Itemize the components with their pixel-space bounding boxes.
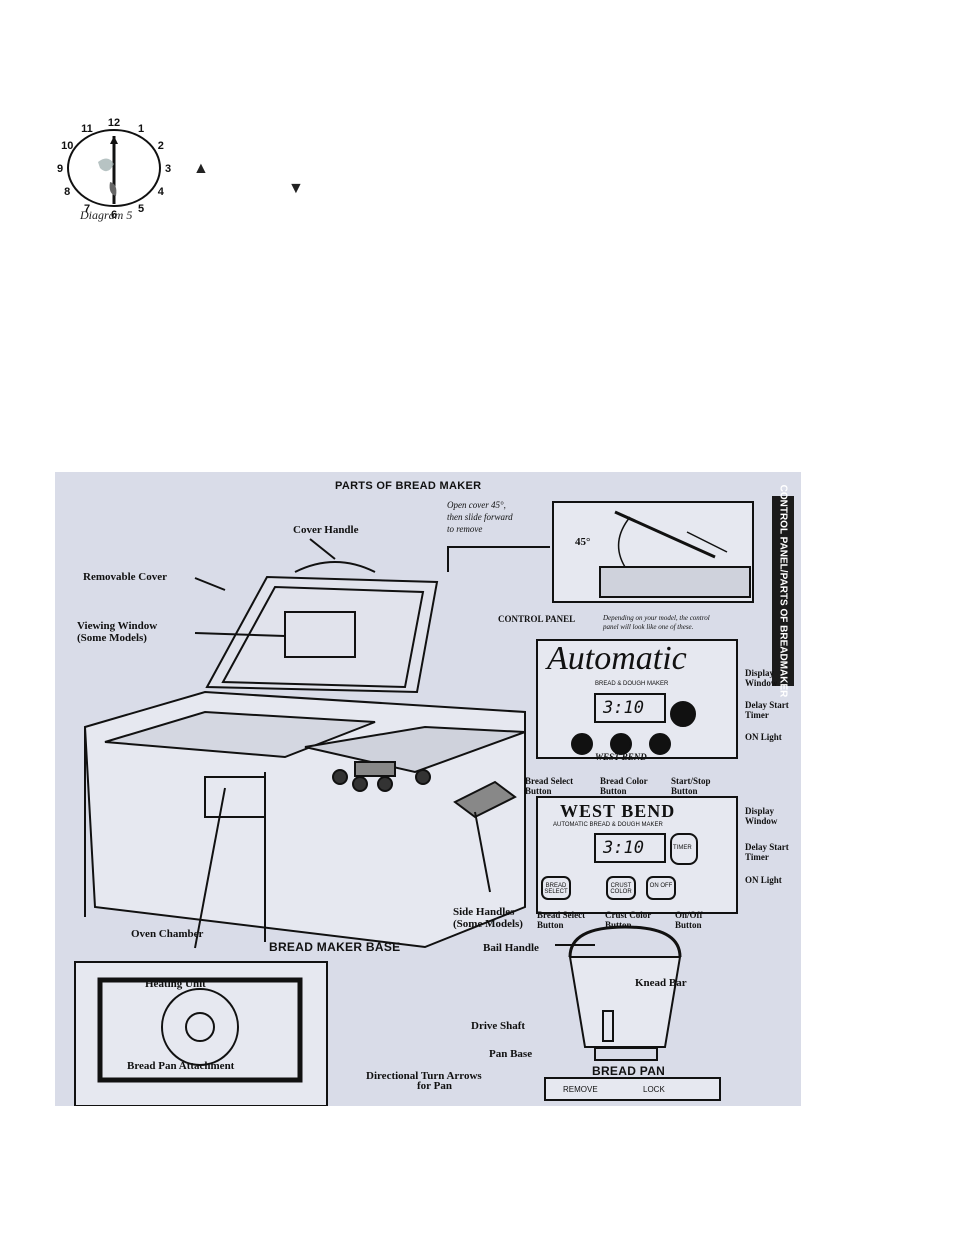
- angle-label: 45°: [575, 536, 591, 548]
- clock-number: 5: [138, 203, 144, 215]
- control-note-1: Depending on your model, the control: [603, 614, 710, 622]
- on-light-b-label: ON Light: [745, 875, 782, 885]
- clock-number: 6: [111, 209, 117, 221]
- cover-note-2: then slide forward: [447, 512, 513, 522]
- panel-b-btn2: CRUST COLOR: [610, 883, 632, 895]
- on-off-label-2: Button: [675, 920, 702, 930]
- panel-b-brand: WEST BEND: [560, 801, 676, 821]
- down-arrow-icon: ▼: [288, 180, 304, 197]
- cover-note-1: Open cover 45°,: [447, 500, 506, 510]
- clock-number: 11: [81, 123, 93, 135]
- bread-color-label-1: Bread Color: [600, 776, 648, 786]
- removable-cover-label: Removable Cover: [83, 571, 168, 583]
- bail-handle-label: Bail Handle: [483, 942, 539, 954]
- panel-a-brand: Automatic: [547, 640, 687, 677]
- up-arrow-icon: ▲: [193, 160, 209, 177]
- clock-number: 12: [108, 117, 120, 129]
- lock-label: LOCK: [643, 1085, 665, 1094]
- start-stop-label-1: Start/Stop: [671, 776, 711, 786]
- clock-number: 2: [158, 140, 164, 152]
- bread-select-label-2: Button: [525, 786, 552, 796]
- diagram-title: PARTS OF BREAD MAKER: [335, 480, 482, 492]
- turn-arrows-label-2: for Pan: [417, 1080, 452, 1092]
- delay-start-label-2: Timer: [745, 710, 769, 720]
- bread-select-b-label-2: Button: [537, 920, 564, 930]
- drive-shaft-label: Drive Shaft: [471, 1020, 526, 1032]
- side-handles-label-2: (Some Models): [453, 918, 523, 930]
- parts-diagram: PARTS OF BREAD MAKER Open cover 45°, the…: [55, 472, 801, 1106]
- viewing-window-label-2: (Some Models): [77, 632, 147, 644]
- pan-base-label: Pan Base: [489, 1048, 533, 1060]
- display-window-b-label-2: Window: [745, 816, 778, 826]
- panel-b-btn1: BREAD SELECT: [544, 883, 568, 895]
- display-window-b-label-1: Display: [745, 806, 775, 816]
- start-stop-label-2: Button: [671, 786, 698, 796]
- panel-a-maker: WEST BEND: [595, 752, 647, 762]
- bread-color-label-2: Button: [600, 786, 627, 796]
- clock-number: 8: [64, 186, 70, 198]
- oven-chamber-label: Oven Chamber: [131, 928, 204, 940]
- clock-number: 3: [165, 163, 171, 175]
- on-off-label-1: On/Off: [675, 910, 703, 920]
- bread-select-label-1: Bread Select: [525, 776, 574, 786]
- viewing-window-label-1: Viewing Window: [77, 620, 158, 632]
- side-handles-label-1: Side Handles: [453, 906, 515, 918]
- display-window-label-2: Window: [745, 678, 778, 688]
- turn-arrows-label-1: Directional Turn Arrows: [366, 1070, 482, 1082]
- bread-pan-label: BREAD PAN: [592, 1064, 666, 1078]
- panel-b-lcd: 3:10: [603, 838, 644, 858]
- delay-start-b-label-1: Delay Start: [745, 842, 789, 852]
- base-label: BREAD MAKER BASE: [269, 940, 401, 954]
- panel-b-btn3: ON OFF: [649, 883, 673, 889]
- side-tab: CONTROL PANEL/PARTS OF BREADMAKER: [772, 485, 794, 697]
- clock-number: 1: [138, 123, 144, 135]
- control-note-2: panel will look like one of these.: [603, 623, 694, 631]
- remove-label: REMOVE: [563, 1085, 598, 1094]
- control-panel-label: CONTROL PANEL: [498, 614, 576, 624]
- crust-color-label-2: Button: [605, 920, 632, 930]
- clock-number: 4: [158, 186, 165, 198]
- bread-pan-attachment-label: Bread Pan Attachment: [127, 1060, 235, 1072]
- knead-bar-label: Knead Bar: [635, 977, 687, 989]
- on-light-label: ON Light: [745, 732, 782, 742]
- crust-color-label-1: Crust Color: [605, 910, 652, 920]
- display-window-label-1: Display: [745, 668, 775, 678]
- panel-b-sub: AUTOMATIC BREAD & DOUGH MAKER: [553, 822, 663, 828]
- panel-b-timer: TIMER: [673, 845, 692, 851]
- panel-a-lcd: 3:10: [603, 698, 644, 718]
- delay-start-label-1: Delay Start: [745, 700, 789, 710]
- panel-a-sub: BREAD & DOUGH MAKER: [595, 681, 669, 687]
- delay-start-b-label-2: Timer: [745, 852, 769, 862]
- bread-select-b-label-1: Bread Select: [537, 910, 586, 920]
- diagram-caption: Diagram 5: [80, 208, 133, 222]
- clock-number: 9: [57, 163, 63, 175]
- cover-handle-label: Cover Handle: [293, 524, 359, 536]
- clock-number: 7: [84, 203, 90, 215]
- parts-drawing: [74, 501, 754, 1106]
- cover-note-3: to remove: [447, 524, 483, 534]
- heating-unit-label: Heating Unit: [145, 978, 206, 990]
- side-tab-text: CONTROL PANEL/PARTS OF BREADMAKER: [777, 484, 789, 698]
- clock-number: 10: [61, 140, 73, 152]
